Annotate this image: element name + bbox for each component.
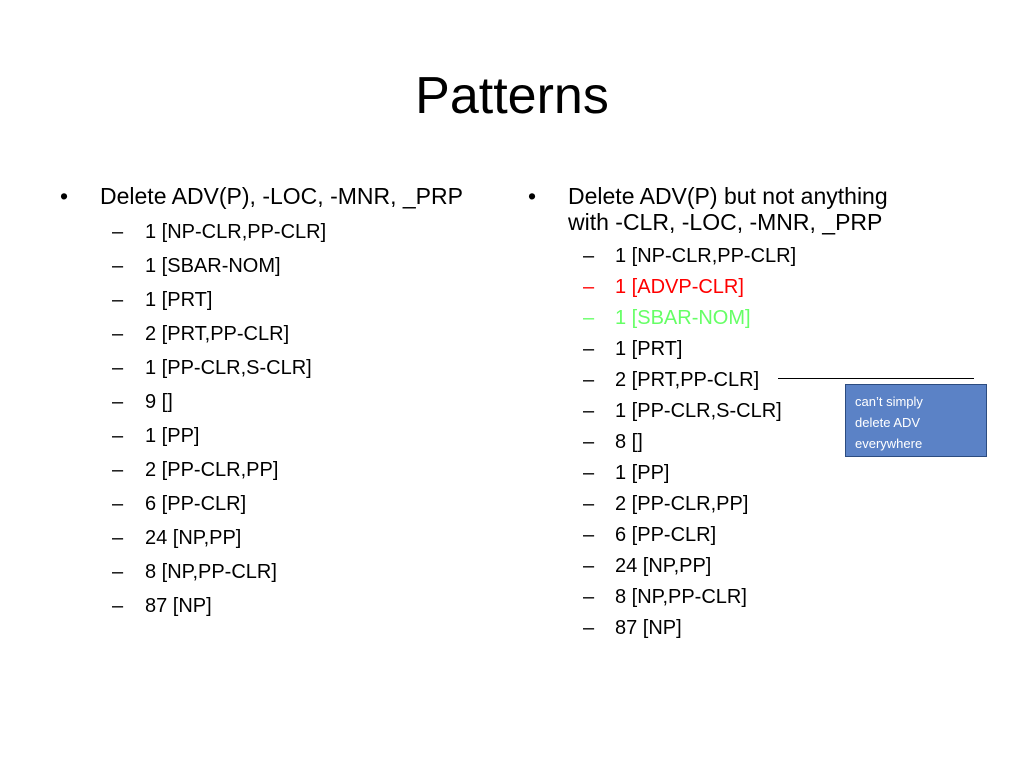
dash-marker: –	[583, 493, 595, 515]
right-sub-item: –1 [PRT]	[528, 334, 968, 365]
left-bullet: • Delete ADV(P), -LOC, -MNR, _PRP	[60, 183, 500, 209]
right-sub-item-text: 2 [PP-CLR,PP]	[615, 493, 749, 515]
left-column: • Delete ADV(P), -LOC, -MNR, _PRP –1 [NP…	[60, 183, 500, 623]
dash-marker: –	[583, 338, 595, 360]
left-sub-item: –1 [PRT]	[60, 283, 500, 317]
left-sub-item: –2 [PRT,PP-CLR]	[60, 317, 500, 351]
left-sub-item-text: 2 [PP-CLR,PP]	[145, 459, 279, 481]
bullet-dot: •	[528, 183, 537, 209]
dash-marker: –	[112, 595, 124, 617]
left-sub-item-text: 1 [PP]	[145, 425, 200, 447]
left-sub-list: –1 [NP-CLR,PP-CLR] –1 [SBAR-NOM] –1 [PRT…	[60, 215, 500, 623]
dash-marker: –	[112, 323, 124, 345]
left-sub-item: –24 [NP,PP]	[60, 521, 500, 555]
left-sub-item-text: 1 [NP-CLR,PP-CLR]	[145, 221, 327, 243]
dash-marker: –	[112, 493, 124, 515]
left-sub-item: –6 [PP-CLR]	[60, 487, 500, 521]
slide-title: Patterns	[415, 67, 609, 125]
right-sub-item-text: 1 [PP-CLR,S-CLR]	[615, 400, 782, 422]
left-sub-item: –2 [PP-CLR,PP]	[60, 453, 500, 487]
dash-marker: –	[583, 307, 595, 329]
left-sub-item: –1 [PP]	[60, 419, 500, 453]
left-sub-item: –9 []	[60, 385, 500, 419]
callout-text-line-2: delete ADV	[855, 415, 921, 430]
right-sub-item: –87 [NP]	[528, 613, 968, 644]
right-sub-item-text: 6 [PP-CLR]	[615, 524, 717, 546]
bullet-dot: •	[60, 183, 69, 209]
dash-marker: –	[112, 221, 124, 243]
dash-marker: –	[583, 462, 595, 484]
right-sub-item: –24 [NP,PP]	[528, 551, 968, 582]
right-sub-item: –6 [PP-CLR]	[528, 520, 968, 551]
right-sub-item: –1 [PP-CLR,S-CLR]	[528, 396, 968, 427]
right-sub-item-text: 2 [PRT,PP-CLR]	[615, 369, 760, 391]
dash-marker: –	[583, 555, 595, 577]
dash-marker: –	[583, 431, 595, 453]
right-sub-item: –1 [NP-CLR,PP-CLR]	[528, 241, 968, 272]
left-sub-item: –1 [NP-CLR,PP-CLR]	[60, 215, 500, 249]
right-sub-item-text: 8 [NP,PP-CLR]	[615, 586, 747, 608]
right-sub-list: –1 [NP-CLR,PP-CLR] –1 [ADVP-CLR] –1 [SBA…	[528, 241, 968, 644]
left-sub-item-text: 1 [SBAR-NOM]	[145, 255, 281, 277]
left-sub-item-text: 8 [NP,PP-CLR]	[145, 561, 277, 583]
dash-marker: –	[112, 527, 124, 549]
right-sub-item: –8 []	[528, 427, 968, 458]
left-sub-item-text: 87 [NP]	[145, 595, 212, 617]
right-column: • Delete ADV(P) but not anything with -C…	[528, 183, 968, 644]
dash-marker: –	[112, 289, 124, 311]
left-sub-item-text: 2 [PRT,PP-CLR]	[145, 323, 290, 345]
dash-marker: –	[112, 459, 124, 481]
dash-marker: –	[583, 617, 595, 639]
left-sub-item: –8 [NP,PP-CLR]	[60, 555, 500, 589]
right-sub-item-text: 8 []	[615, 431, 643, 453]
right-bullet-line-1: Delete ADV(P) but not anything	[568, 183, 888, 209]
dash-marker: –	[112, 425, 124, 447]
dash-marker: –	[583, 245, 595, 267]
callout-text-line-1: can’t simply	[855, 394, 923, 409]
callout-connector-line	[778, 378, 974, 379]
dash-marker: –	[583, 400, 595, 422]
dash-marker: –	[112, 391, 124, 413]
left-sub-item: –1 [SBAR-NOM]	[60, 249, 500, 283]
dash-marker: –	[112, 561, 124, 583]
right-sub-item: –2 [PP-CLR,PP]	[528, 489, 968, 520]
right-sub-item-text: 1 [NP-CLR,PP-CLR]	[615, 245, 797, 267]
right-sub-item: –1 [PP]	[528, 458, 968, 489]
left-sub-item: –1 [PP-CLR,S-CLR]	[60, 351, 500, 385]
left-sub-item-text: 6 [PP-CLR]	[145, 493, 247, 515]
left-bullet-text: Delete ADV(P), -LOC, -MNR, _PRP	[100, 183, 463, 209]
right-sub-item-text: 1 [PP]	[615, 462, 670, 484]
dash-marker: –	[583, 369, 595, 391]
right-bullet: • Delete ADV(P) but not anything with -C…	[528, 183, 968, 235]
dash-marker: –	[583, 276, 595, 298]
right-bullet-line-2: with -CLR, -LOC, -MNR, _PRP	[568, 209, 883, 235]
right-sub-item: –2 [PRT,PP-CLR]	[528, 365, 968, 396]
right-sub-item: –1 [SBAR-NOM]	[528, 303, 968, 334]
right-sub-item: –1 [ADVP-CLR]	[528, 272, 968, 303]
right-sub-item-text: 1 [SBAR-NOM]	[615, 307, 751, 329]
dash-marker: –	[583, 586, 595, 608]
dash-marker: –	[112, 255, 124, 277]
left-sub-item-text: 1 [PP-CLR,S-CLR]	[145, 357, 312, 379]
right-sub-item-text: 1 [ADVP-CLR]	[615, 276, 744, 298]
left-sub-item-text: 9 []	[145, 391, 173, 413]
callout-text-line-3: everywhere	[855, 436, 923, 451]
left-sub-item: –87 [NP]	[60, 589, 500, 623]
dash-marker: –	[112, 357, 124, 379]
right-sub-item-text: 87 [NP]	[615, 617, 682, 639]
left-sub-item-text: 1 [PRT]	[145, 289, 213, 311]
dash-marker: –	[583, 524, 595, 546]
right-sub-item-text: 1 [PRT]	[615, 338, 683, 360]
callout-box: can’t simply delete ADV everywhere	[845, 384, 987, 457]
right-sub-item-text: 24 [NP,PP]	[615, 555, 712, 577]
left-sub-item-text: 24 [NP,PP]	[145, 527, 242, 549]
right-sub-item: –8 [NP,PP-CLR]	[528, 582, 968, 613]
